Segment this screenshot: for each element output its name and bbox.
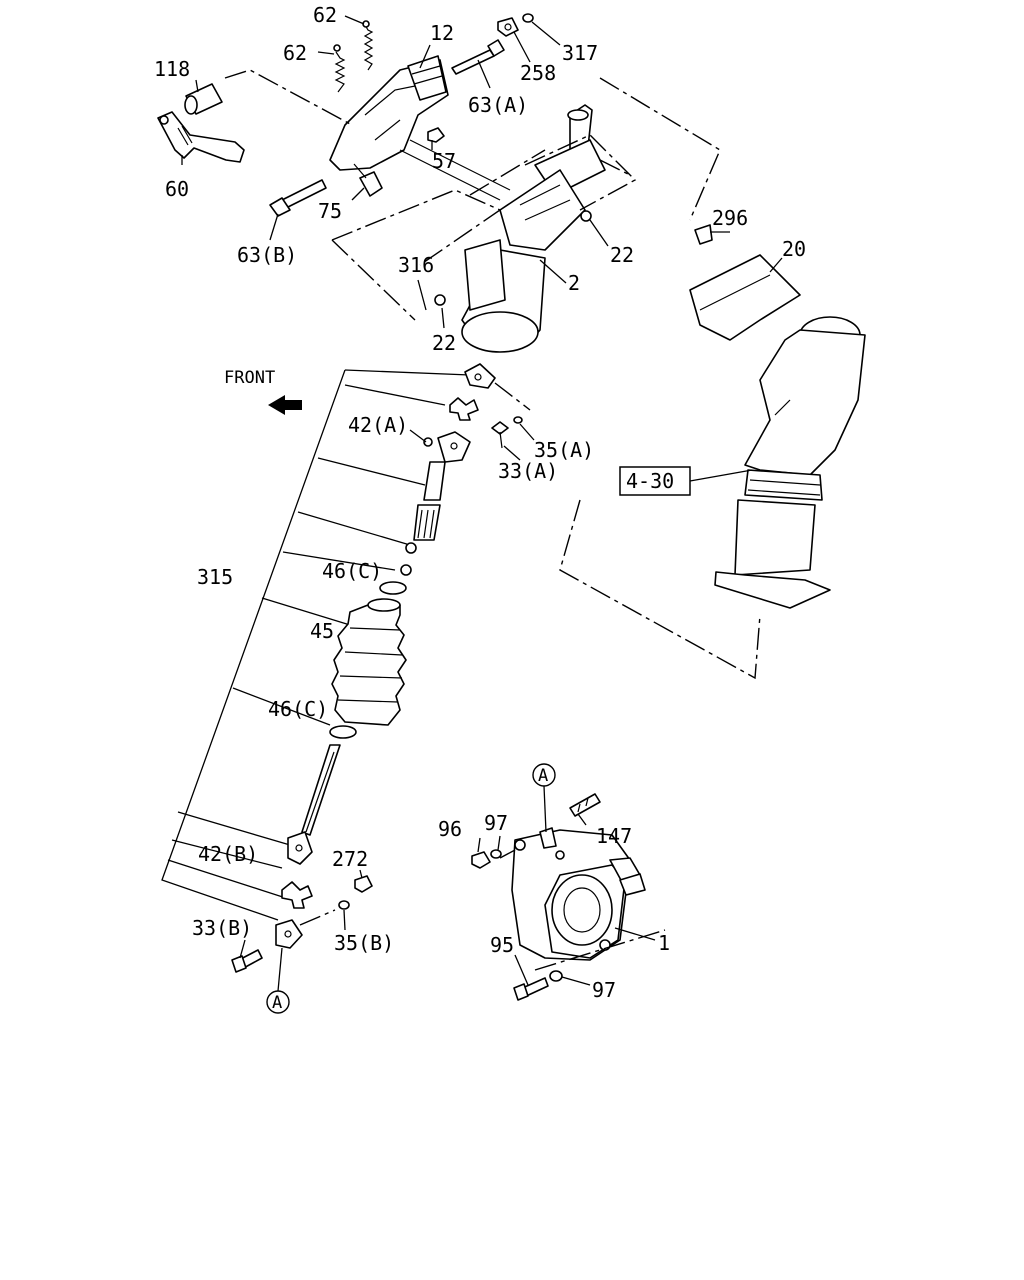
spring-62-lower <box>333 44 346 93</box>
label-46c-lower: 46(C) <box>268 697 328 721</box>
washer-35a <box>513 416 523 424</box>
steering-gear-box <box>511 827 646 961</box>
column-bracket <box>329 55 449 171</box>
spring-62-upper <box>362 20 374 71</box>
bolt-95 <box>513 977 549 1001</box>
washer-317 <box>522 13 534 23</box>
bolt-33a <box>491 421 509 449</box>
label-317: 317 <box>562 41 598 65</box>
label-97-lower: 97 <box>592 978 616 1002</box>
label-63a: 63(A) <box>468 93 528 117</box>
label-12: 12 <box>430 21 454 45</box>
label-42a: 42(A) <box>348 413 408 437</box>
nut-96 <box>471 851 491 869</box>
label-60: 60 <box>165 177 189 201</box>
label-75: 75 <box>318 199 342 223</box>
label-258: 258 <box>520 61 556 85</box>
front-label: FRONT <box>224 368 275 388</box>
nut-57 <box>427 127 445 143</box>
label-33a: 33(A) <box>498 459 558 483</box>
dust-boot-45 <box>331 598 407 726</box>
label-1: 1 <box>658 931 670 955</box>
washer-97-upper <box>490 849 502 859</box>
washer-97-lower <box>549 970 563 982</box>
label-22-right: 22 <box>610 243 634 267</box>
label-62-lower: 62 <box>283 41 307 65</box>
bolt-147 <box>569 793 601 817</box>
part-labels: 62 62 12 118 60 317 258 63(A) 57 75 63(B… <box>154 3 806 1002</box>
column-boot <box>714 316 866 609</box>
label-35b: 35(B) <box>334 931 394 955</box>
label-95: 95 <box>490 933 514 957</box>
label-272: 272 <box>332 847 368 871</box>
label-63b: 63(B) <box>237 243 297 267</box>
label-296: 296 <box>712 206 748 230</box>
steering-column <box>434 104 606 353</box>
bolt-75 <box>353 163 383 197</box>
upper-shaft <box>400 461 446 576</box>
universal-joint-lower <box>275 831 313 949</box>
universal-joint-upper <box>423 363 496 463</box>
clamp-46c-lower <box>329 725 357 739</box>
reference-mark-a-lower: A <box>266 947 290 1014</box>
label-33b: 33(B) <box>192 916 252 940</box>
front-arrow-icon <box>268 395 302 415</box>
svg-text:4-30: 4-30 <box>626 469 674 493</box>
nut-258 <box>497 17 519 37</box>
reference-mark-a-upper: A <box>532 763 556 833</box>
lower-shaft <box>301 744 341 836</box>
label-97-upper: 97 <box>484 811 508 835</box>
label-45: 45 <box>310 619 334 643</box>
clip-296 <box>694 224 713 245</box>
label-22-left: 22 <box>432 331 456 355</box>
svg-text:A: A <box>538 766 548 786</box>
bolt-33b <box>231 949 263 973</box>
leader-lines <box>181 15 783 986</box>
label-46c-upper: 46(C) <box>322 559 382 583</box>
label-42b: 42(B) <box>198 842 258 866</box>
label-316: 316 <box>398 253 434 277</box>
svg-text:A: A <box>272 993 282 1013</box>
label-147: 147 <box>596 824 632 848</box>
nut-272 <box>354 875 373 893</box>
label-315: 315 <box>197 565 233 589</box>
bolt-63a <box>451 39 505 75</box>
label-96: 96 <box>438 817 462 841</box>
label-57: 57 <box>432 149 456 173</box>
label-2: 2 <box>568 271 580 295</box>
clamp-46c-upper <box>379 581 407 595</box>
label-118: 118 <box>154 57 190 81</box>
label-62-upper: 62 <box>313 3 337 27</box>
washer-35b <box>338 900 350 910</box>
cover-20 <box>689 254 801 341</box>
pedal-bushing <box>184 83 223 115</box>
label-20: 20 <box>782 237 806 261</box>
bolt-63b <box>269 179 327 217</box>
brake-pedal-lever <box>157 111 245 163</box>
reference-box-4-30: 4-30 <box>619 466 753 496</box>
label-35a: 35(A) <box>534 438 594 462</box>
